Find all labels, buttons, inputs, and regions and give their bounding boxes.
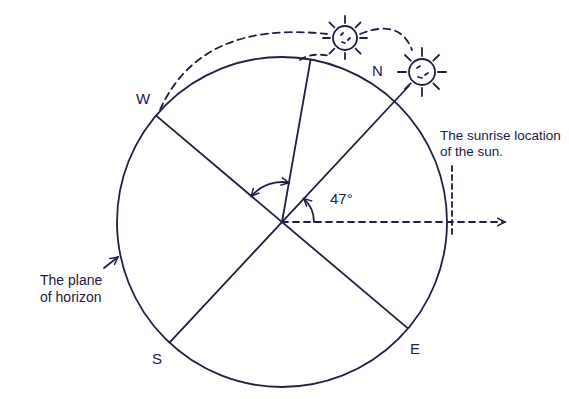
callout-note: The plane of horizon xyxy=(40,272,112,306)
east-dashed-arrow xyxy=(282,221,505,223)
compass-letter: W xyxy=(136,90,150,108)
angle-arc xyxy=(251,182,289,196)
south-north-line xyxy=(170,86,409,343)
sun-path xyxy=(160,32,327,110)
sun-path xyxy=(360,29,412,50)
sun-path xyxy=(300,55,330,60)
callout-note: The sunrise location of the sun. xyxy=(440,128,563,160)
leader-arrow xyxy=(104,257,118,268)
angle-value: 47° xyxy=(330,190,353,208)
angle-arc xyxy=(304,199,314,222)
compass-letter: N xyxy=(372,62,383,80)
noon-line xyxy=(282,60,311,223)
compass-letter: E xyxy=(410,340,420,358)
sun-symbol xyxy=(323,16,367,59)
sunrise-leader xyxy=(451,166,453,238)
sun-symbol xyxy=(398,48,446,96)
compass-letter: S xyxy=(152,350,162,368)
